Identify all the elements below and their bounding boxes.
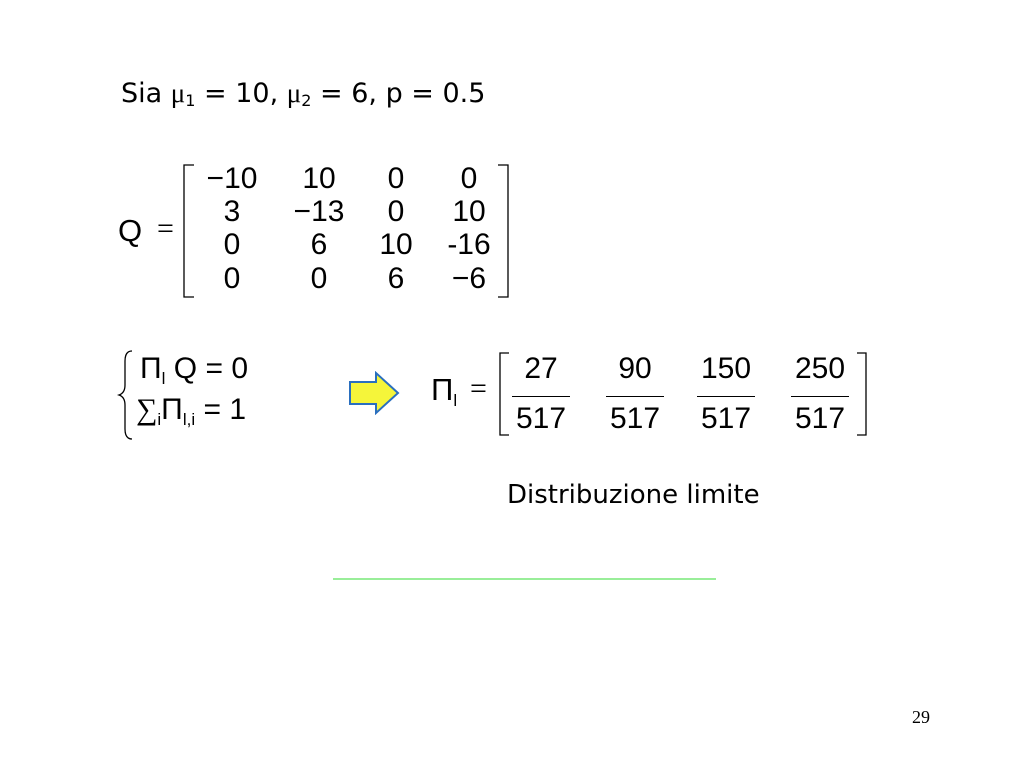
fraction-bar-3 [697,396,755,397]
fraction-denominator-1: 517 [515,402,567,435]
equation-rest: = 1 [195,393,246,426]
equation-rest: Q = 0 [165,352,248,385]
sia-text: Sia [121,78,163,109]
fraction-denominator-2: 517 [609,402,661,435]
pi-subscript: l [453,391,458,410]
fraction-numerator-3: 150 [700,352,752,385]
mu2-subscript: 2 [301,91,312,110]
matrix-q-cell-3-2: 6 [310,228,328,261]
fraction-numerator-1: 27 [524,352,558,385]
matrix-q-cell-3-1: 0 [223,228,241,261]
page-number: 29 [912,707,930,727]
pi-symbol: Π [431,372,454,407]
matrix-q-cell-4-3: 6 [387,262,405,295]
right-arrow-icon [349,371,400,415]
matrix-q-label: Q [118,213,143,248]
matrix-q-cell-1-1: −10 [206,162,258,195]
fraction-bar-1 [512,396,570,397]
mu-symbol: μ [170,78,186,108]
system-brace [116,350,133,440]
matrix-q-cell-3-3: 10 [379,228,413,261]
mu1-value: = 10, [195,78,287,109]
mu1-subscript: 1 [185,91,196,110]
matrix-q-cell-4-1: 0 [223,262,241,295]
matrix-q-cell-4-2: 0 [310,262,328,295]
pi-subscript: l [161,369,166,388]
matrix-q-cell-3-4: -16 [447,228,491,261]
pi-vector-brackets [499,352,867,436]
fraction-bar-4 [791,396,849,397]
sigma-symbol: ∑ [136,393,158,426]
matrix-q-brackets [183,164,509,298]
matrix-q-cell-1-2: 10 [302,162,336,195]
sigma-subscript: i [157,410,162,429]
matrix-q-equals: = [157,212,174,245]
pi-symbol: Π [161,393,183,426]
parameters-line: Sia μ1 = 10, μ2 = 6, p = 0.5 [121,78,485,110]
divider-line [333,578,716,580]
mu2-and-p-value: = 6, p = 0.5 [311,78,486,109]
matrix-q-cell-2-3: 0 [387,195,405,228]
pi-symbol: Π [140,352,162,385]
matrix-q-cell-1-3: 0 [387,162,405,195]
matrix-q-cell-4-4: −6 [451,262,487,295]
fraction-numerator-2: 90 [618,352,652,385]
pi-vector-label: Πl [431,372,457,411]
pi-subscript: l,i [182,410,196,429]
matrix-q-cell-2-2: −13 [293,195,345,228]
fraction-denominator-4: 517 [794,402,846,435]
equation-sum-pi-one: ∑iΠl,i = 1 [136,393,246,430]
fraction-bar-2 [606,396,664,397]
fraction-numerator-4: 250 [794,352,846,385]
matrix-q-cell-1-4: 0 [460,162,478,195]
limit-distribution-caption: Distribuzione limite [507,480,760,510]
pi-vector-equals: = [470,372,487,405]
mu-symbol: μ [286,78,302,108]
equation-pi-q-zero: Πl Q = 0 [140,352,248,389]
fraction-denominator-3: 517 [700,402,752,435]
matrix-q-cell-2-4: 10 [452,195,486,228]
matrix-q-cell-2-1: 3 [223,195,241,228]
